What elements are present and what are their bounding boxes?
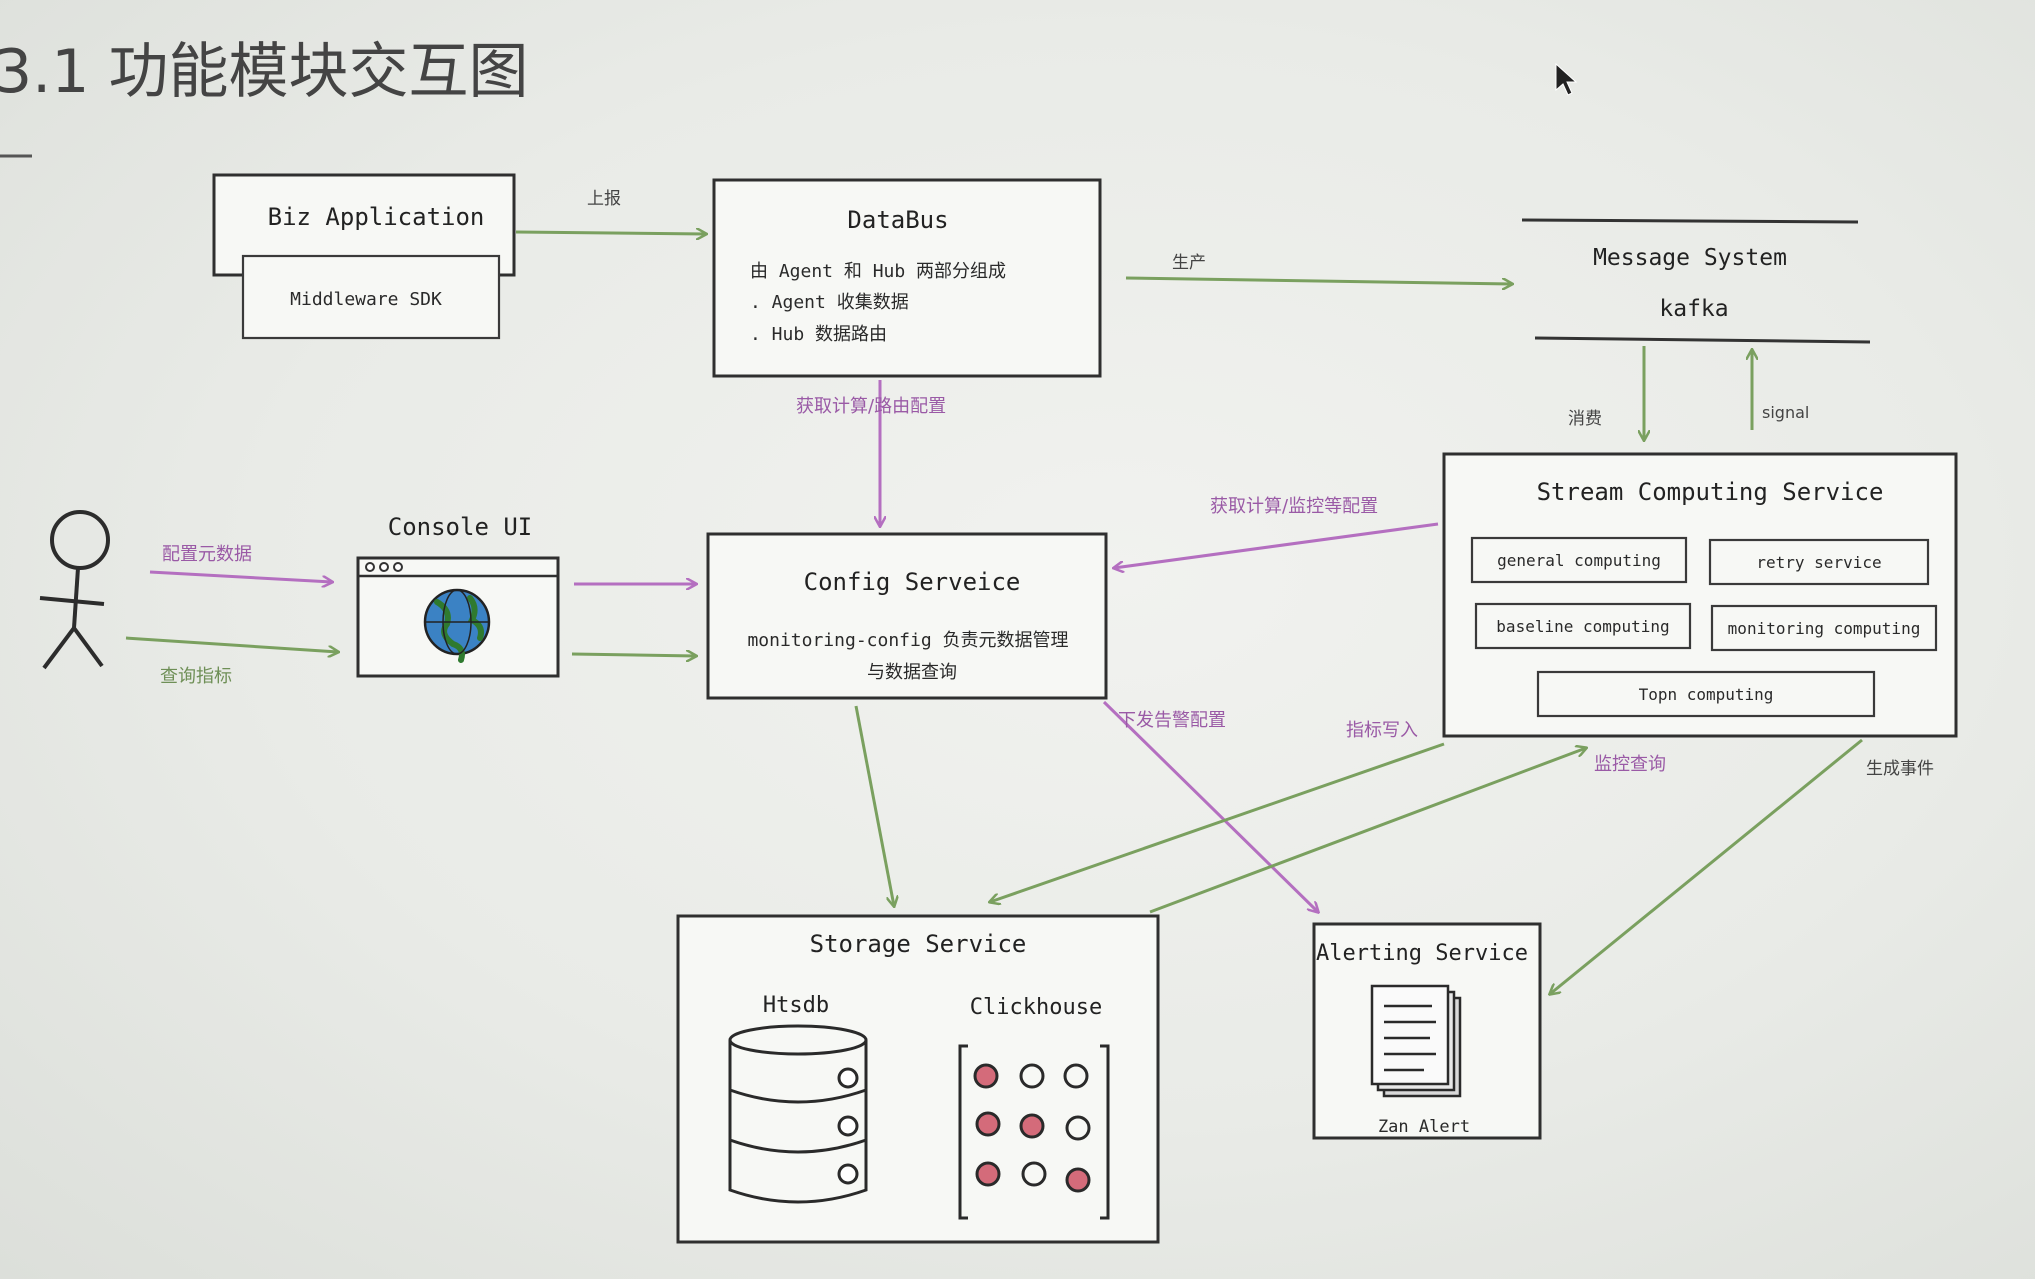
- edge-fetch-route-label: 获取计算/路由配置: [796, 396, 946, 417]
- user-body: [72, 567, 80, 629]
- user-left-leg: [42, 626, 76, 670]
- message-system-title: Message System: [1593, 245, 1787, 271]
- module-topn-computing: [1536, 670, 1876, 718]
- config-service-title: Config Serveice: [804, 568, 1021, 596]
- storage-service-node: Storage Service Htsdb Clickhouse: [676, 914, 1160, 1244]
- storage-service-title: Storage Service: [810, 930, 1027, 958]
- config-service-line-2: 与数据查询: [867, 662, 957, 683]
- message-system-node: Message System kafka: [1521, 218, 1871, 344]
- user-head: [50, 510, 110, 570]
- zan-alert-label: Zan Alert: [1378, 1117, 1470, 1137]
- alerting-service-title: Alerting Service: [1316, 941, 1528, 966]
- module-monitoring-computing-label: monitoring computing: [1728, 619, 1921, 638]
- message-system-top-rule: [1521, 218, 1859, 224]
- console-window-dot-icon: [393, 562, 403, 572]
- biz-application-title: Biz Application: [268, 203, 485, 231]
- message-system-bottom-rule: [1534, 336, 1871, 344]
- databus-line-2: . Agent 收集数据: [750, 292, 909, 313]
- module-baseline-computing-label: baseline computing: [1496, 617, 1669, 636]
- console-ui-node: Console UI: [356, 513, 560, 678]
- edge-report-arrow: [515, 232, 706, 234]
- stream-computing-node: Stream Computing Service general computi…: [1442, 452, 1958, 738]
- mouse-cursor-icon: [1555, 62, 1578, 96]
- module-monitoring-computing: [1710, 604, 1938, 652]
- edge-config-storage-arrow: [854, 705, 894, 906]
- edge-monitor-query-arrow: [1149, 748, 1586, 914]
- module-retry-service: [1708, 538, 1930, 586]
- module-general-computing-label: general computing: [1497, 551, 1661, 570]
- edge-signal-label: signal: [1762, 403, 1809, 422]
- edge-produce-arrow: [1125, 276, 1512, 284]
- edge-fetch-monitor-arrow: [1114, 522, 1439, 568]
- config-service-box: [706, 532, 1108, 700]
- edge-metric-write-label: 指标写入: [1346, 720, 1418, 741]
- config-service-node: Config Serveice monitoring-config 负责元数据管…: [706, 532, 1108, 700]
- edge-alert-config-label: 下发告警配置: [1118, 710, 1226, 731]
- databus-title: DataBus: [847, 206, 948, 234]
- document-icon: [1370, 984, 1462, 1098]
- console-ui-title: Console UI: [388, 513, 533, 541]
- clickhouse-label: Clickhouse: [970, 995, 1102, 1020]
- cluster-icon: [958, 1044, 1110, 1220]
- edge-query-metric-arrow: [125, 636, 338, 652]
- console-window-dot-icon: [379, 562, 389, 572]
- edge-config-meta-arrow: [149, 570, 332, 582]
- edge-report-label: 上报: [587, 189, 621, 209]
- module-topn-computing-label: Topn computing: [1639, 685, 1774, 704]
- user-right-leg: [72, 626, 104, 668]
- kafka-label: kafka: [1659, 296, 1728, 322]
- middleware-sdk-box: [241, 254, 501, 340]
- module-baseline-computing: [1474, 602, 1692, 650]
- module-general-computing: [1470, 536, 1688, 584]
- biz-application-node: Biz Application Middleware SDK: [212, 173, 516, 340]
- databus-line-1: 由 Agent 和 Hub 两部分组成: [750, 261, 1006, 282]
- edge-monitor-query-label: 监控查询: [1594, 754, 1666, 775]
- page-title: 3.1 功能模块交互图: [0, 37, 529, 107]
- edge-alert-config-arrow: [1102, 700, 1318, 912]
- databus-line-3: . Hub 数据路由: [750, 324, 887, 345]
- edge-gen-event-label: 生成事件: [1866, 759, 1934, 779]
- database-icon: [728, 1024, 868, 1204]
- edge-metric-write-arrow: [990, 742, 1445, 902]
- edge-produce-label: 生产: [1172, 253, 1206, 273]
- edge-gen-event-arrow: [1550, 738, 1863, 994]
- edge-fetch-monitor-label: 获取计算/监控等配置: [1210, 496, 1378, 517]
- edges: 上报 生产 消费 signal 获取计算/路由配置 获取计算/监控等配置 配置元…: [125, 189, 1934, 994]
- htsdb-label: Htsdb: [763, 993, 829, 1018]
- databus-box: [712, 178, 1102, 378]
- middleware-sdk-label: Middleware SDK: [290, 289, 442, 310]
- edge-query-metric-label: 查询指标: [160, 666, 232, 687]
- module-retry-service-label: retry service: [1756, 553, 1881, 572]
- edge-consume-label: 消费: [1568, 409, 1602, 429]
- alerting-service-node: Alerting Service Zan Alert: [1312, 922, 1542, 1140]
- globe-icon: [423, 588, 491, 663]
- console-window-dot-icon: [365, 562, 375, 572]
- user-figure: [39, 510, 110, 670]
- edge-config-meta-label: 配置元数据: [162, 544, 252, 565]
- config-service-line-1: monitoring-config 负责元数据管理: [747, 630, 1068, 651]
- edge-console-config-green: [571, 654, 696, 656]
- stream-computing-title: Stream Computing Service: [1537, 478, 1884, 506]
- user-arms: [39, 596, 105, 606]
- databus-node: DataBus 由 Agent 和 Hub 两部分组成 . Agent 收集数据…: [712, 178, 1102, 378]
